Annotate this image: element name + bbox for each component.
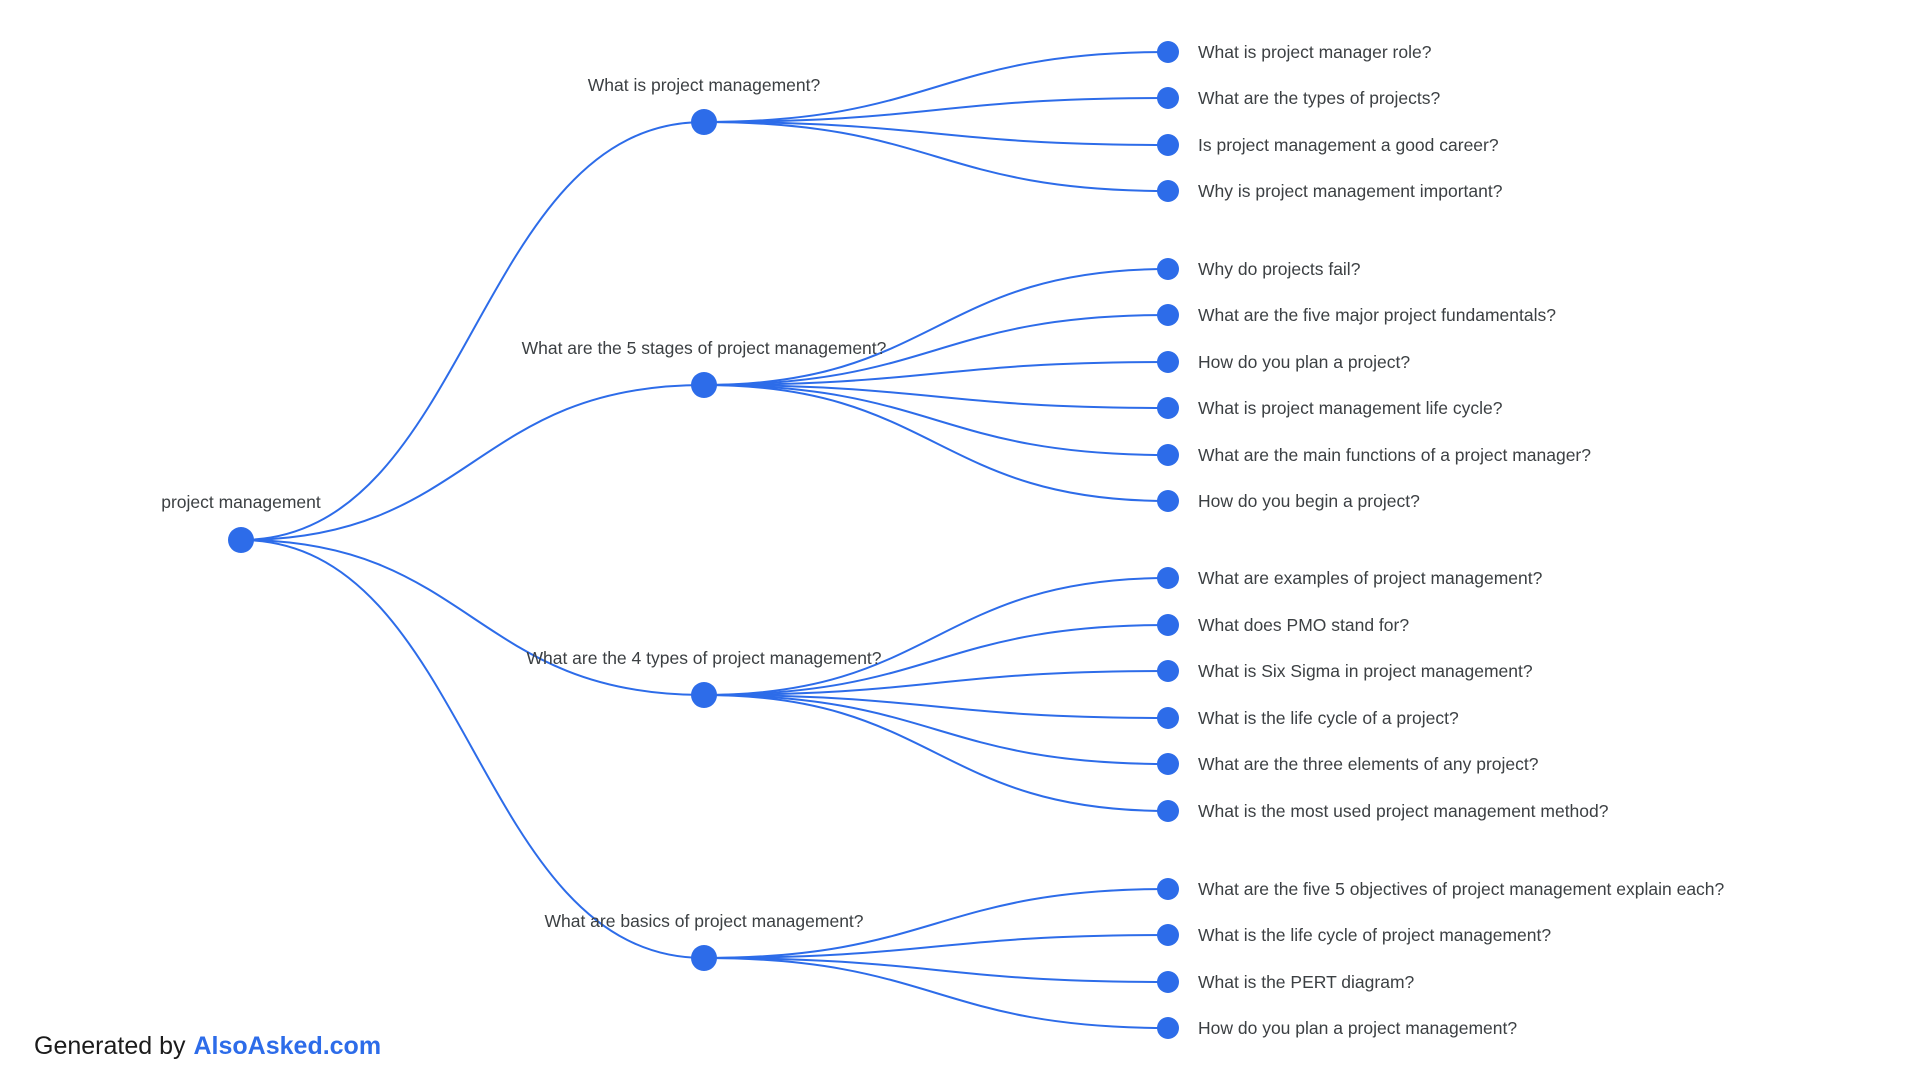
leaf-node[interactable] [1157,41,1179,63]
leaf-label[interactable]: Why do projects fail? [1198,259,1361,279]
leaf-label[interactable]: What is the life cycle of a project? [1198,708,1459,728]
edge-b4-leaf-1 [703,888,1169,959]
edge-b1-leaf-3 [703,121,1169,146]
edge-b3-leaf-6 [703,694,1169,812]
footer: Generated by AlsoAsked.com [34,1032,381,1061]
footer-prefix-text: Generated by [34,1032,186,1060]
edge-root-branch-1 [240,121,705,541]
branch-3-label[interactable]: What are the 4 types of project manageme… [526,648,881,668]
branch-3-edges [703,577,1169,812]
edge-b2-leaf-6 [703,384,1169,502]
leaf-node[interactable] [1157,753,1179,775]
root-label: project management [161,492,321,512]
leaf-label[interactable]: What is Six Sigma in project management? [1198,661,1533,681]
leaf-node[interactable] [1157,304,1179,326]
leaf-node[interactable] [1157,180,1179,202]
edge-b3-leaf-3 [703,670,1169,696]
edge-b2-leaf-4 [703,384,1169,409]
leaf-node[interactable] [1157,614,1179,636]
edge-root-branch-4 [240,539,705,959]
root-edges [240,121,705,959]
edge-b1-leaf-1 [703,51,1169,123]
branch-1-edges [703,51,1169,192]
edge-b2-leaf-1 [703,268,1169,386]
branch-2-node[interactable] [691,372,717,398]
leaf-label[interactable]: What is the PERT diagram? [1198,972,1415,992]
leaf-node[interactable] [1157,800,1179,822]
branch-1-node[interactable] [691,109,717,135]
edge-b3-leaf-1 [703,577,1169,696]
leaf-label[interactable]: Is project management a good career? [1198,135,1499,155]
branch-2-label[interactable]: What are the 5 stages of project managem… [522,338,887,358]
branch-4-edges [703,888,1169,1029]
edge-b3-leaf-4 [703,694,1169,719]
leaf-label[interactable]: How do you begin a project? [1198,491,1420,511]
leaf-node[interactable] [1157,397,1179,419]
edge-b2-leaf-2 [703,314,1169,386]
edge-root-branch-3 [240,539,705,696]
branch-4-node[interactable] [691,945,717,971]
branch-3-node[interactable] [691,682,717,708]
branch-1-label[interactable]: What is project management? [588,75,821,95]
leaf-node[interactable] [1157,258,1179,280]
leaf-label[interactable]: What is the most used project management… [1198,801,1609,821]
leaf-label[interactable]: What are the three elements of any proje… [1198,754,1539,774]
leaf-node[interactable] [1157,971,1179,993]
leaf-label[interactable]: What are examples of project management? [1198,568,1543,588]
leaf-label[interactable]: What does PMO stand for? [1198,615,1409,635]
edge-b4-leaf-2 [703,934,1169,959]
edge-b2-leaf-3 [703,361,1169,386]
leaf-node[interactable] [1157,707,1179,729]
leaf-node[interactable] [1157,924,1179,946]
edge-b4-leaf-3 [703,957,1169,983]
edge-b1-leaf-4 [703,121,1169,192]
leaf-node[interactable] [1157,660,1179,682]
edge-root-branch-2 [240,384,705,541]
leaf-node[interactable] [1157,490,1179,512]
leaf-label[interactable]: What are the types of projects? [1198,88,1440,108]
leaf-label[interactable]: What is project manager role? [1198,42,1432,62]
leaf-label[interactable]: How do you plan a project management? [1198,1018,1517,1038]
leaf-node[interactable] [1157,567,1179,589]
leaf-label[interactable]: What are the main functions of a project… [1198,445,1591,465]
edge-b1-leaf-2 [703,97,1169,123]
leaf-label[interactable]: What is the life cycle of project manage… [1198,925,1551,945]
alsoasked-link[interactable]: AlsoAsked.com [193,1032,382,1060]
leaf-label[interactable]: How do you plan a project? [1198,352,1410,372]
edge-b3-leaf-5 [703,694,1169,765]
root-node[interactable] [228,527,254,553]
leaf-label[interactable]: What are the five major project fundamen… [1198,305,1556,325]
leaf-node[interactable] [1157,444,1179,466]
leaf-node[interactable] [1157,1017,1179,1039]
leaf-label[interactable]: What is project management life cycle? [1198,398,1503,418]
leaf-node[interactable] [1157,878,1179,900]
leaf-label[interactable]: What are the five 5 objectives of projec… [1198,879,1725,899]
edge-b4-leaf-4 [703,957,1169,1029]
leaf-node[interactable] [1157,87,1179,109]
edge-b2-leaf-5 [703,384,1169,456]
edge-b3-leaf-2 [703,624,1169,696]
branch-4-label[interactable]: What are basics of project management? [544,911,863,931]
branch-2-edges [703,268,1169,502]
leaf-node[interactable] [1157,134,1179,156]
leaf-node[interactable] [1157,351,1179,373]
leaf-label[interactable]: Why is project management important? [1198,181,1503,201]
